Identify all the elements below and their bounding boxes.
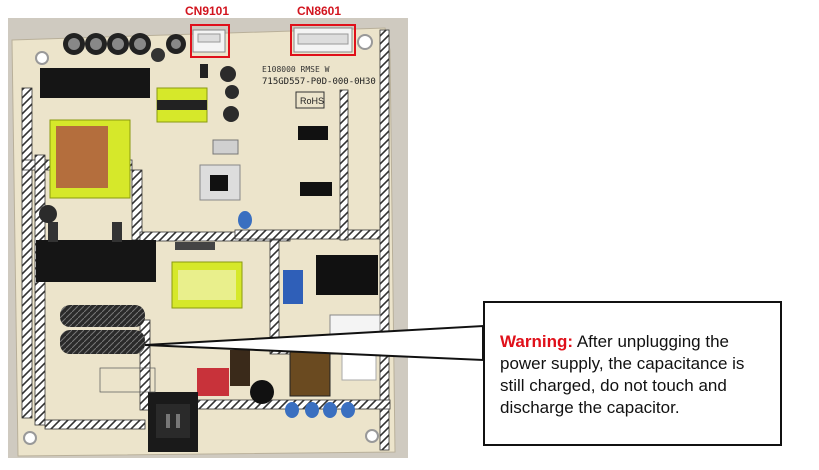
blue-cap bbox=[238, 211, 252, 229]
cn8601-highlight-box bbox=[290, 24, 356, 56]
heatsink-top bbox=[40, 68, 150, 98]
bulk-capacitor-1 bbox=[60, 305, 145, 327]
ic-chip-2 bbox=[300, 182, 332, 196]
inductor bbox=[230, 350, 250, 386]
bulk-capacitor-2 bbox=[60, 330, 145, 354]
warning-label: Warning: bbox=[500, 332, 574, 351]
ic-chip-1 bbox=[298, 126, 328, 140]
cn9101-highlight-box bbox=[190, 24, 230, 58]
top-capacitors bbox=[63, 33, 186, 62]
warning-callout: Warning: After unplugging the power supp… bbox=[483, 301, 782, 446]
warning-message: After unplugging the power supply, the c… bbox=[500, 332, 745, 417]
heatsink-middle bbox=[36, 240, 156, 282]
bridge-rectifier bbox=[316, 255, 378, 295]
red-fuse bbox=[197, 368, 229, 396]
common-mode-choke bbox=[289, 351, 331, 397]
mounting-holes bbox=[23, 34, 379, 445]
part-number-text: 715GD557-P0D-000-0H30 bbox=[262, 77, 376, 87]
warning-text: Warning: After unplugging the power supp… bbox=[500, 331, 772, 419]
board-small-text: E108000 RMSE W bbox=[262, 65, 330, 74]
hatched-traces bbox=[21, 29, 391, 451]
rohs-mark: RoHS bbox=[300, 96, 324, 106]
blue-box-capacitor bbox=[283, 270, 303, 304]
cn8601-label: CN8601 bbox=[297, 4, 342, 18]
cn9101-label: CN9101 bbox=[185, 4, 230, 18]
